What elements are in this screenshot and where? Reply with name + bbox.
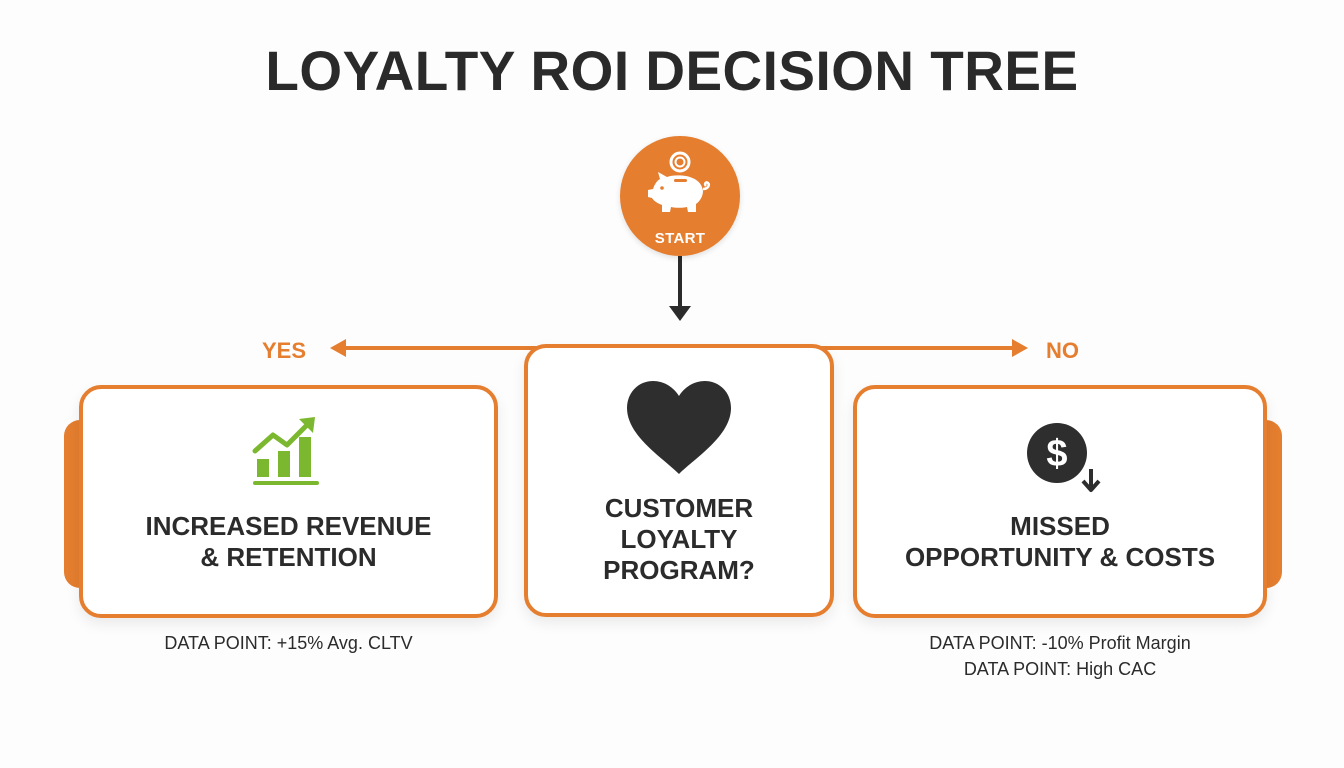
no-outcome-line: OPPORTUNITY & COSTS (904, 542, 1216, 572)
no-data-points: DATA POINT: -10% Profit Margin DATA POIN… (853, 630, 1267, 682)
decision-line: PROGRAM? (603, 555, 755, 585)
dollar-down-icon: $ (1027, 423, 1101, 492)
start-arrow-head (669, 306, 691, 321)
yes-outcome-line: INCREASED REVENUE (145, 511, 432, 541)
growth-chart-icon (252, 417, 319, 485)
data-point: DATA POINT: -10% Profit Margin (929, 633, 1191, 653)
decision-line: CUSTOMER (604, 493, 754, 523)
start-label: START (654, 230, 706, 247)
yes-outcome-card: INCREASED REVENUE & RETENTION (79, 385, 498, 618)
yes-outcome-text: INCREASED REVENUE & RETENTION (83, 511, 494, 573)
no-outcome-text: MISSED OPPORTUNITY & COSTS (857, 511, 1263, 573)
yes-label: YES (262, 338, 307, 363)
decision-text: CUSTOMER LOYALTY PROGRAM? (528, 493, 830, 586)
piggy-bank-icon (648, 151, 711, 212)
decision-line: LOYALTY (620, 524, 738, 554)
no-arrow-head (1012, 339, 1028, 357)
no-outcome-card: $ MISSED OPPORTUNITY & COSTS (853, 385, 1267, 618)
svg-text:$: $ (1046, 433, 1067, 475)
decision-card: CUSTOMER LOYALTY PROGRAM? (524, 344, 834, 617)
yes-data-points: DATA POINT: +15% Avg. CLTV (79, 630, 498, 656)
start-node: START (620, 136, 740, 256)
data-point: DATA POINT: High CAC (963, 659, 1157, 679)
heart-icon (627, 381, 731, 474)
yes-arrow-head (330, 339, 346, 357)
data-point: DATA POINT: +15% Avg. CLTV (164, 633, 413, 653)
page-title: LOYALTY ROI DECISION TREE (265, 39, 1079, 102)
yes-outcome-line: & RETENTION (200, 542, 377, 572)
no-outcome-line: MISSED (1010, 511, 1110, 541)
no-label: NO (1046, 338, 1079, 363)
